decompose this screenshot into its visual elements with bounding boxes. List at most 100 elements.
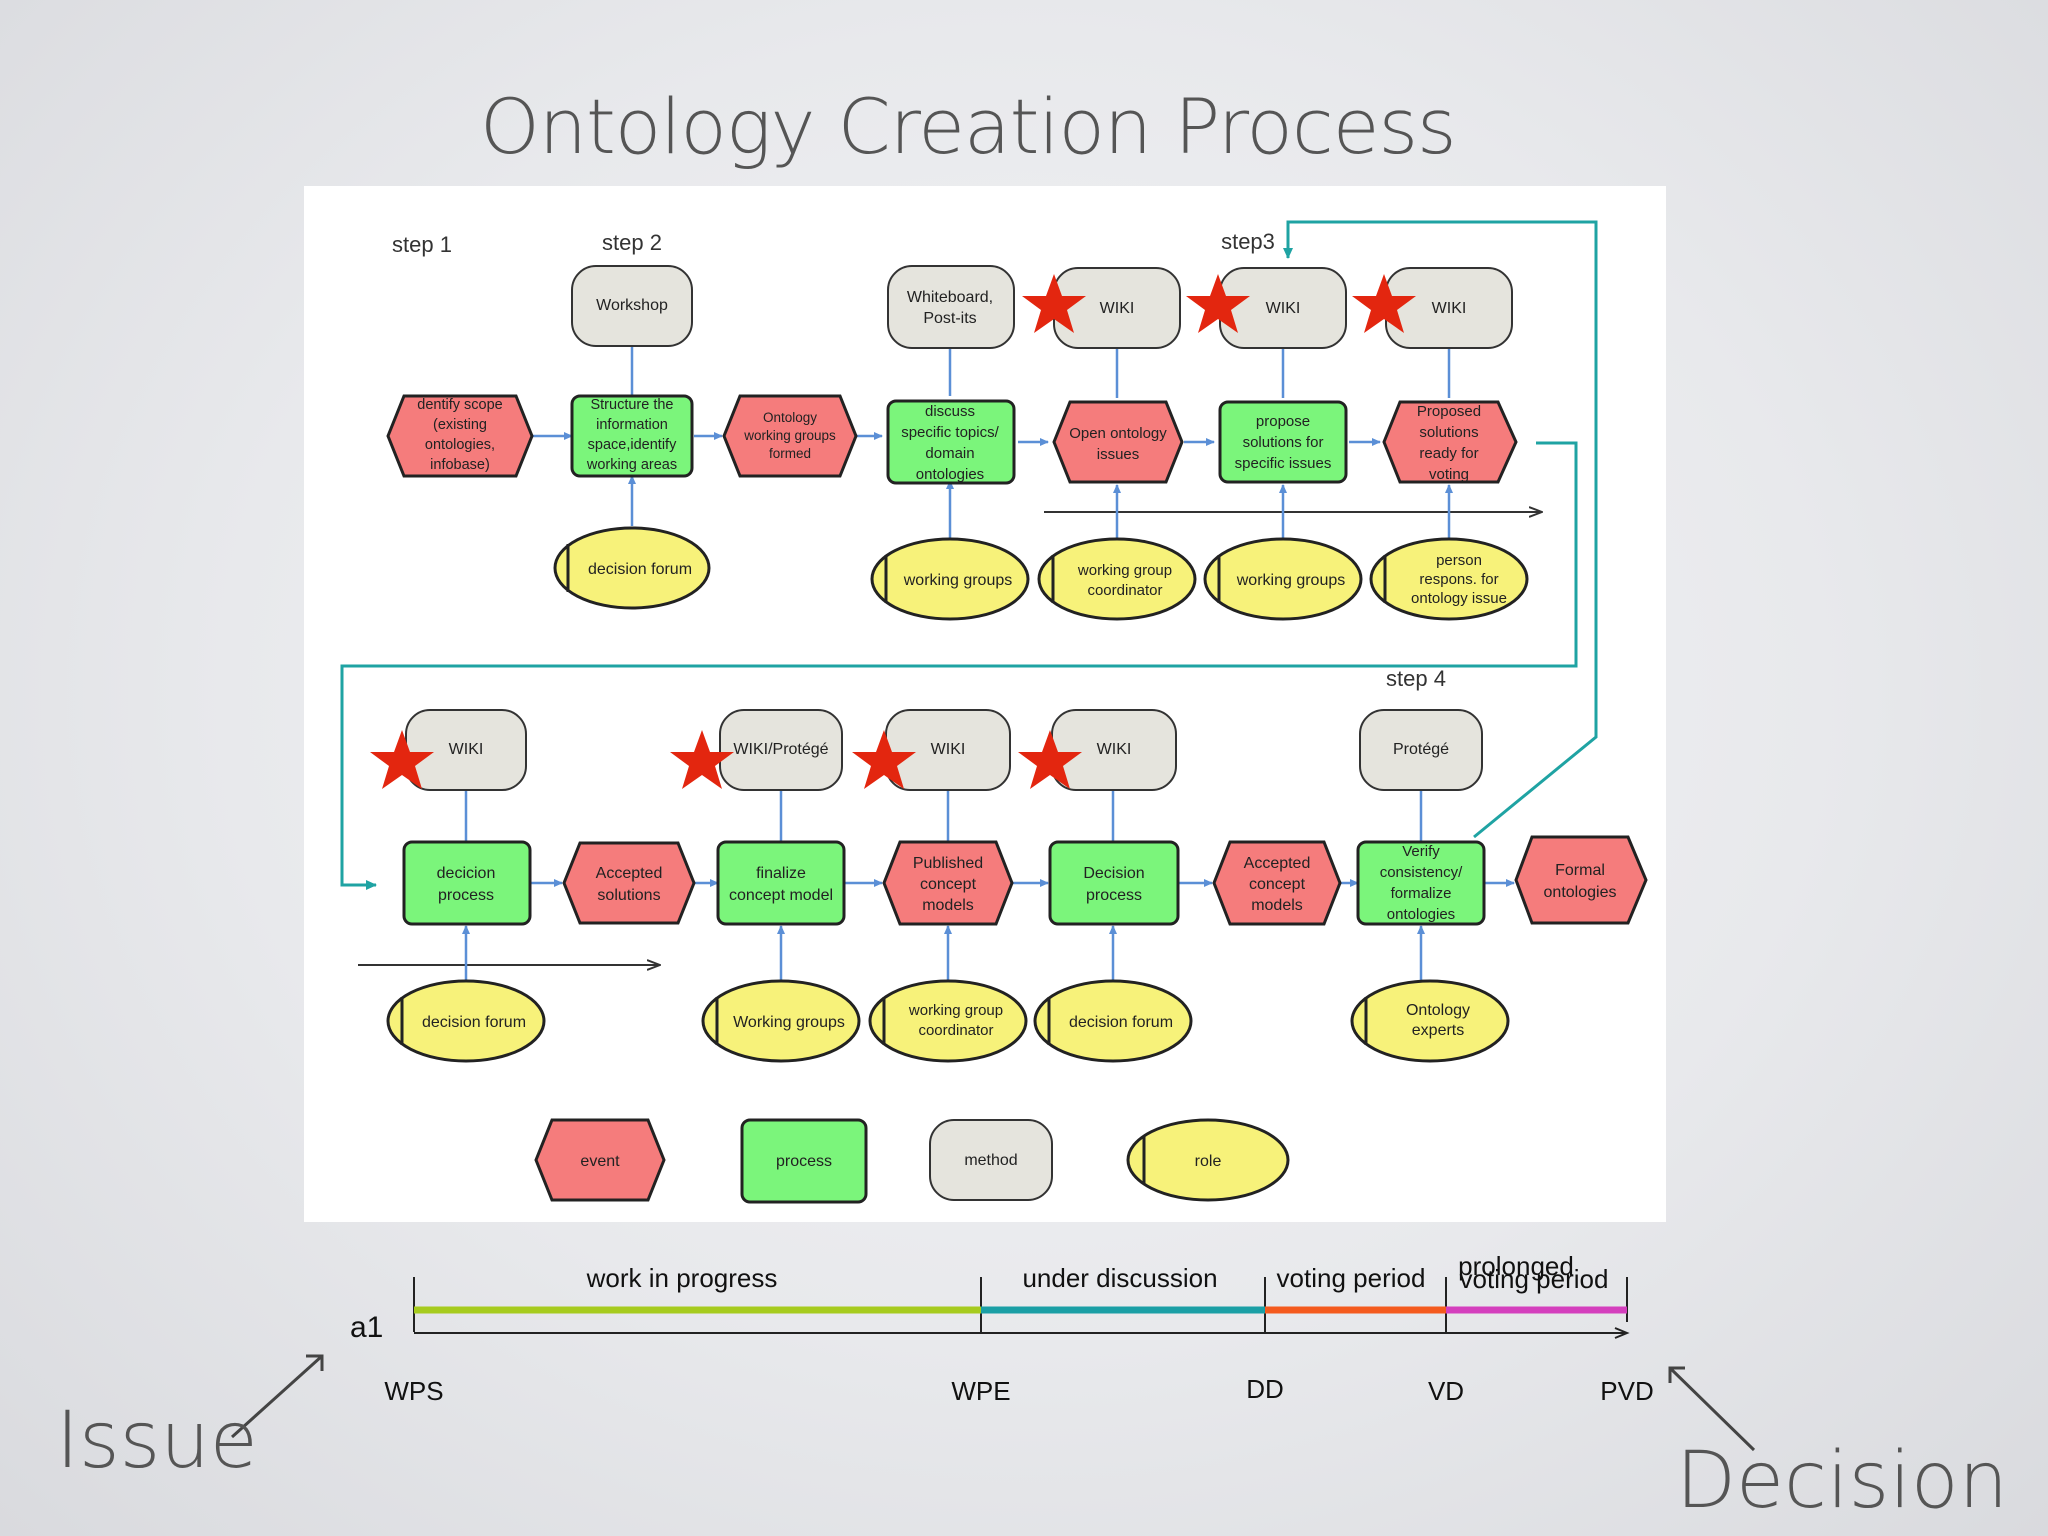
svg-text:ontology issue: ontology issue [1411,590,1507,607]
svg-text:experts: experts [1412,1022,1464,1039]
star-icon [1018,730,1082,789]
svg-text:respons. for: respons. for [1419,571,1498,588]
svg-text:working group: working group [1077,562,1172,579]
phase-label-under-discussion: under discussion [1022,1263,1217,1293]
method-wiki: WIKI [1385,267,1513,349]
svg-text:Workshop: Workshop [596,297,668,314]
event-accepted-solutions: Accepted solutions [562,841,696,925]
event-working-groups-formed: Ontology working groups formed [722,394,858,478]
process-finalize-model: finalize concept model [716,840,846,926]
svg-text:information: information [596,417,668,433]
svg-text:Accepted: Accepted [1244,855,1311,872]
svg-text:Working groups: Working groups [733,1014,845,1031]
svg-text:solutions: solutions [1419,424,1478,441]
svg-text:Ontology: Ontology [1406,1002,1470,1019]
event-solutions-ready: Proposed solutions ready for voting [1382,400,1518,484]
svg-text:formed: formed [769,446,811,461]
process-decision-2: Decision process [1048,840,1180,926]
event-formal-ontologies: Formal ontologies [1514,835,1648,925]
svg-text:process: process [776,1153,832,1170]
svg-text:WIKI/Protégé: WIKI/Protégé [733,741,828,758]
role-working-group-coordinator: working group coordinator [1037,537,1197,621]
svg-text:working areas: working areas [586,457,677,473]
svg-text:coordinator: coordinator [918,1022,993,1039]
star-markers [370,274,1416,789]
method-wiki-protege: WIKI/Protégé [719,709,843,791]
phase-label-work-in-progress: work in progress [586,1263,778,1293]
process-structure-information: Structure the information space,identify… [570,394,694,478]
process-propose-solutions: propose solutions for specific issues [1218,400,1348,484]
svg-text:concept model: concept model [729,887,833,904]
star-icon [1022,274,1086,333]
legend-role: role [1126,1118,1290,1202]
svg-text:working group: working group [908,1002,1003,1019]
svg-text:ontologies: ontologies [916,466,984,483]
svg-text:event: event [580,1153,620,1170]
phase-label-prolonged: prolonged [1458,1251,1574,1281]
star-icon [1352,274,1416,333]
svg-text:discuss: discuss [925,403,975,420]
svg-text:concept: concept [920,876,977,893]
svg-text:Whiteboard,: Whiteboard, [907,289,993,306]
milestone-dd: DD [1246,1374,1284,1404]
svg-text:voting: voting [1429,466,1469,483]
star-icon [670,730,734,789]
svg-text:formalize: formalize [1391,885,1452,902]
star-icon [370,730,434,789]
svg-text:Published: Published [913,855,983,872]
svg-text:working groups: working groups [1236,572,1346,589]
step-2-label: step 2 [602,230,662,255]
svg-text:ontologies: ontologies [1387,906,1455,923]
event-open-issues: Open ontology issues [1052,400,1184,484]
event-identify-scope: dentify scope (existing ontologies, info… [386,394,534,478]
role-working-group-coordinator: working group coordinator [868,979,1028,1063]
svg-text:working groups: working groups [903,572,1013,589]
role-decision-forum: decision forum [553,526,711,610]
svg-text:method: method [964,1152,1017,1169]
phase-label-prolonged-voting: voting period [1460,1264,1609,1294]
milestone-wps: WPS [384,1376,443,1406]
svg-text:decicion: decicion [437,865,496,882]
method-wiki: WIKI [405,709,527,791]
step-1-label: step 1 [392,232,452,257]
legend-event: event [534,1118,666,1202]
decision-label: Decision [1676,1436,2009,1526]
svg-text:infobase): infobase) [430,457,490,473]
phase-label-voting-period: voting period [1277,1263,1426,1293]
svg-text:Open ontology: Open ontology [1069,425,1167,442]
diagram-panel: step 1 step 2 step3 step 4 Workshop Whit [304,186,1666,1222]
star-icon [1186,274,1250,333]
svg-text:(existing: (existing [433,417,487,433]
method-whiteboard: Whiteboard, Post-its [887,265,1015,349]
step-4-label: step 4 [1386,666,1446,691]
method-protege: Protégé [1359,709,1483,791]
svg-text:space,identify: space,identify [588,437,677,453]
svg-text:working groups: working groups [743,428,836,443]
svg-text:Structure the: Structure the [590,397,673,413]
milestone-pvd: PVD [1600,1376,1653,1406]
timeline-arrowhead-icon [1614,1327,1630,1339]
status-timeline: a1 work in progress under discussion vot… [230,1251,1756,1452]
svg-text:role: role [1195,1153,1222,1170]
page-title: Ontology Creation Process [480,82,1457,171]
role-working-groups: working groups [870,537,1030,621]
role-working-groups: working groups [1203,537,1363,621]
svg-text:ontologies: ontologies [1544,884,1617,901]
method-wiki: WIKI [1051,709,1177,791]
method-wiki: WIKI [885,709,1011,791]
legend-process: process [740,1118,868,1204]
svg-text:WIKI: WIKI [1266,300,1301,317]
svg-text:dentify scope: dentify scope [417,397,502,413]
svg-text:Post-its: Post-its [923,310,976,327]
svg-text:WIKI: WIKI [931,741,966,758]
row2-connectors [462,791,1515,984]
svg-text:decision forum: decision forum [1069,1014,1173,1031]
method-workshop: Workshop [571,265,693,347]
star-icon [852,730,916,789]
svg-text:propose: propose [1256,413,1310,430]
loop-connectors [340,220,1598,890]
svg-text:solutions for: solutions for [1243,434,1324,451]
svg-text:models: models [1251,897,1303,914]
svg-text:decision forum: decision forum [588,561,692,578]
issue-label: Issue [56,1396,258,1486]
